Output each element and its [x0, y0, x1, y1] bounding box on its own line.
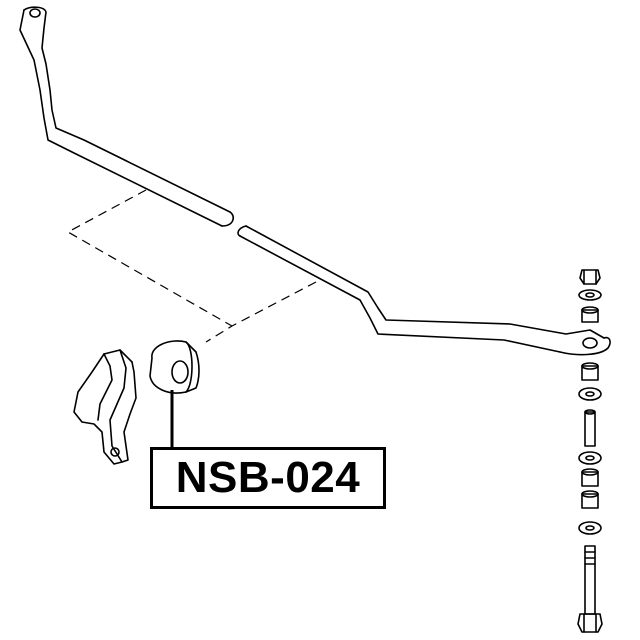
bracket-clamp — [73, 349, 137, 465]
part-number-label: NSB-024 — [150, 447, 386, 509]
bushing — [149, 340, 200, 447]
dashed-guide-lines — [66, 189, 317, 343]
stabilizer-link-stack — [577, 269, 603, 633]
stabilizer-bar-left — [19, 6, 235, 227]
stabilizer-bar-right — [237, 225, 611, 356]
